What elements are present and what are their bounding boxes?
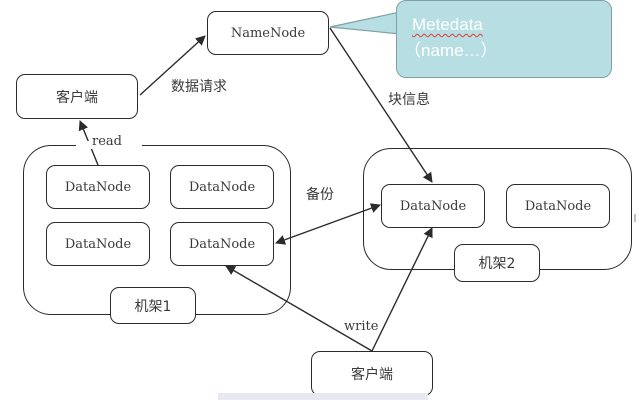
callout-line-2: （name…） — [404, 41, 498, 60]
edge-mark — [634, 214, 636, 222]
rack-1-read-gap — [76, 141, 142, 149]
client-box-bottom[interactable]: 客户端 — [311, 351, 433, 396]
callout-tail — [329, 11, 401, 35]
datanode-label: DataNode — [188, 179, 256, 195]
datanode-label: DataNode — [64, 236, 132, 252]
datanode-label: DataNode — [524, 198, 592, 214]
edge-data-request — [139, 35, 206, 96]
datanode-label: DataNode — [188, 236, 256, 252]
edge-label-read: read — [92, 134, 122, 149]
edge-block-info — [329, 27, 433, 183]
edge-write-rack2 — [371, 227, 433, 352]
namenode-label: NameNode — [230, 25, 306, 41]
rack1-datanode-4[interactable]: DataNode — [170, 222, 274, 266]
metadata-callout — [396, 0, 612, 78]
edge-label-data-request: 数据请求 — [171, 79, 227, 95]
rack2-datanode-2[interactable]: DataNode — [506, 184, 610, 228]
metadata-label: Metedata — [412, 15, 483, 34]
datanode-label: DataNode — [399, 198, 467, 214]
callout-line-1: Metedata — [412, 14, 483, 36]
rack-1-label: 机架1 — [110, 287, 196, 324]
rack1-datanode-1[interactable]: DataNode — [46, 165, 150, 209]
edge-backup — [275, 203, 381, 245]
edge-label-write: write — [344, 319, 379, 334]
edge-write-rack1 — [225, 265, 373, 352]
rack1-datanode-2[interactable]: DataNode — [170, 165, 274, 209]
edge-label-backup: 备份 — [306, 187, 334, 203]
namenode-box[interactable]: NameNode — [207, 11, 329, 55]
rack-2-label-text: 机架2 — [478, 256, 516, 272]
rack-1-label-text: 机架1 — [134, 298, 172, 315]
rack-2-label: 机架2 — [454, 244, 540, 282]
datanode-label: DataNode — [64, 179, 132, 195]
client-top-label: 客户端 — [56, 89, 98, 106]
rack2-datanode-1[interactable]: DataNode — [381, 184, 485, 228]
edge-label-block-info: 块信息 — [388, 92, 430, 108]
client-bottom-label: 客户端 — [351, 366, 393, 383]
rack1-datanode-3[interactable]: DataNode — [46, 222, 150, 266]
bottom-shade — [218, 393, 428, 400]
client-box-top[interactable]: 客户端 — [16, 74, 138, 119]
